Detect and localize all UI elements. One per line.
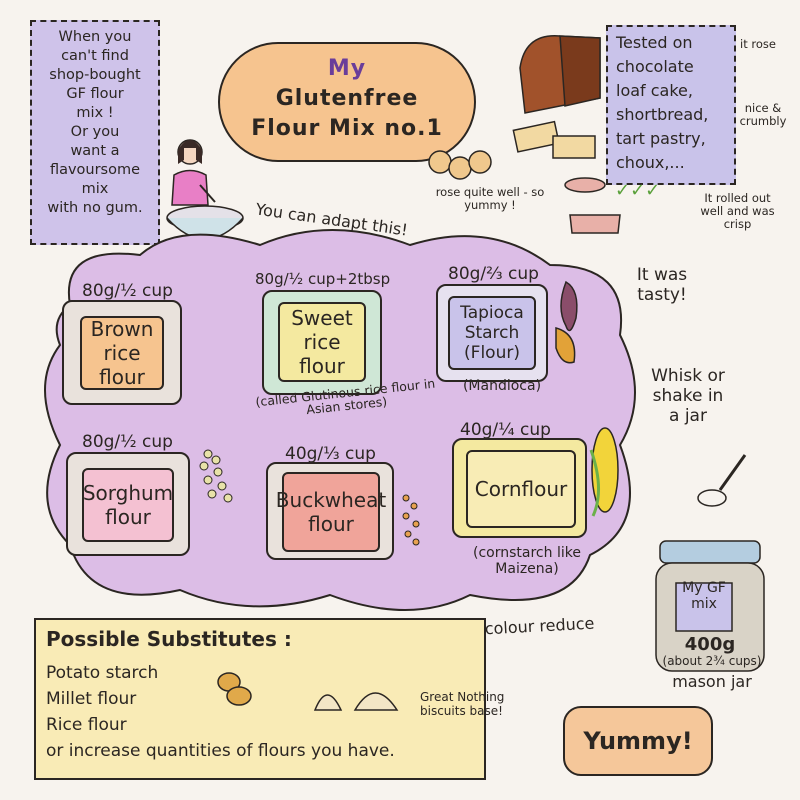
flour-amount: 80g/½ cup+2tbsp <box>255 270 391 288</box>
cassava-root-icon <box>555 280 578 364</box>
flour-bag: Cornflour <box>452 438 587 538</box>
intro-line: with no gum. <box>47 200 143 216</box>
note-choux: rose quite well - so yummy ! <box>435 185 545 212</box>
title-line-2: Glutenfree <box>275 86 419 111</box>
flour-amount: 40g/¼ cup <box>460 420 551 440</box>
flour-amount: 80g/½ cup <box>82 432 173 452</box>
tested-line: tart pastry, <box>616 129 706 148</box>
intro-line: mix <box>81 181 109 197</box>
jar-amount: 400g <box>684 634 736 655</box>
tested-line: choux,... <box>616 153 685 172</box>
substitute-item: Millet flour <box>46 689 137 709</box>
tart-illustration <box>564 177 621 234</box>
biscuits-illustration <box>313 692 399 711</box>
flour-bag: Tapioca Starch (Flour) <box>436 284 548 382</box>
title-line-1: My <box>327 56 367 81</box>
flour-bag: Sweet rice flour <box>262 290 382 395</box>
jar-cups: (about 2¾ cups) <box>662 654 762 668</box>
biscuits-note: Great Nothing biscuits base! <box>420 690 505 718</box>
substitute-item: Rice flour <box>46 715 127 735</box>
jar-caption: mason jar <box>672 672 752 691</box>
whisk-text: Whisk or shake in a jar <box>651 366 725 426</box>
intro-line: mix ! <box>76 105 114 121</box>
flour-name: Buckwheat flour <box>276 472 386 552</box>
tested-line: Tested on <box>616 33 693 52</box>
intro-box: When you can't find shop-bought GF flour… <box>30 20 160 245</box>
intro-line: Or you <box>70 124 120 140</box>
substitute-item: Potato starch <box>46 663 159 683</box>
flour-note: (cornstarch like Maizena) <box>473 545 581 577</box>
intro-line: can't find <box>61 48 129 64</box>
note-pastry: It rolled out well and was crisp <box>700 191 775 231</box>
flour-name: Cornflour <box>466 450 576 528</box>
title-cloud: My Glutenfree Flour Mix no.1 <box>218 42 476 162</box>
flour-amount: 40g/⅓ cup <box>285 444 376 464</box>
substitute-item: or increase quantities of flours you hav… <box>46 741 395 761</box>
corn-cob-icon <box>589 427 619 517</box>
whisk-icon <box>697 454 747 507</box>
tasty-text: It was tasty! <box>636 265 688 305</box>
flour-amount: 80g/½ cup <box>82 281 173 301</box>
flour-note: (Mandioca) <box>462 378 542 394</box>
checkmarks: ✓✓✓ <box>615 180 661 201</box>
jar-label: My GF mix <box>682 580 726 612</box>
woman-whisking-illustration <box>166 139 244 240</box>
intro-line: GF flour <box>66 86 124 102</box>
flour-name: Sweet rice flour <box>278 302 366 382</box>
tested-line: loaf cake, <box>616 81 693 100</box>
substitutes-box: Possible Substitutes : Potato starch Mil… <box>34 618 486 780</box>
flour-amount: 80g/⅔ cup <box>448 264 539 284</box>
yummy-speech-bubble: Yummy! <box>563 706 713 776</box>
intro-line: When you <box>58 29 132 45</box>
buckwheat-seeds-icon <box>402 494 420 546</box>
flour-name: Tapioca Starch (Flour) <box>448 296 536 370</box>
note-crumbly: nice & crumbly <box>739 101 787 128</box>
sorghum-grain-icon <box>199 449 233 503</box>
mason-jar-illustration <box>655 540 765 672</box>
tested-line: shortbread, <box>616 105 709 124</box>
flour-bag: Buckwheat flour <box>266 462 394 560</box>
intro-line: want a <box>70 143 120 159</box>
choux-illustration <box>428 150 492 180</box>
intro-line: flavoursome <box>49 162 141 178</box>
tested-line: chocolate <box>616 57 694 76</box>
flour-name: Sorghum flour <box>82 468 174 542</box>
baked-goods-illustration <box>512 35 601 159</box>
flour-bag: Sorghum flour <box>66 452 190 556</box>
substitutes-heading: Possible Substitutes : <box>46 627 292 651</box>
flour-bag: Brown rice flour <box>62 300 182 405</box>
flour-name: Brown rice flour <box>80 316 164 390</box>
potato-icon <box>217 672 252 706</box>
title-line-3: Flour Mix no.1 <box>251 116 443 141</box>
note-rose: it rose <box>740 37 776 51</box>
tested-box: Tested on chocolate loaf cake, shortbrea… <box>606 25 736 185</box>
intro-line: shop-bought <box>49 67 141 83</box>
